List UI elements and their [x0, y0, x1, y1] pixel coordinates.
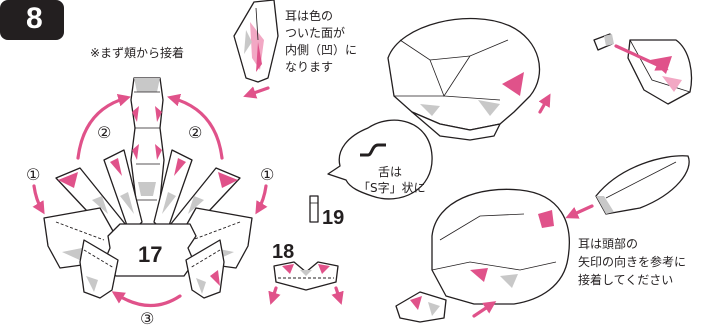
ear-note: 耳は色の ついた面が 内側（凹）に なります — [285, 9, 357, 74]
step-number: 8 — [26, 2, 43, 35]
head-ear-attach-view — [395, 188, 570, 323]
svg-text:接着してください: 接着してください — [578, 272, 673, 287]
svg-text:ついた面が: ついた面が — [285, 25, 345, 40]
part-19: 19 — [309, 195, 344, 229]
part-17-assembly: ① ② ② ① ③ 17 — [26, 77, 274, 327]
cheek-first-note: ※まず頬から接着 — [90, 45, 184, 60]
part-label-18: 18 — [272, 241, 294, 263]
order-label-2-left: ② — [97, 123, 111, 142]
order-label-1-right: ① — [260, 165, 274, 184]
tongue-note-line1: 舌は — [378, 165, 402, 179]
ear-piece-right — [593, 33, 693, 105]
ear-attach-note: 耳は頭部の 矢印の向きを参考に 接着してください — [578, 236, 686, 287]
svg-text:内側（凹）に: 内側（凹）に — [285, 43, 357, 57]
tongue-note-line2: 「S字」状に — [358, 180, 426, 195]
order-label-1-left: ① — [26, 165, 40, 184]
svg-text:耳は頭部の: 耳は頭部の — [578, 236, 638, 251]
tongue-speech-bubble: 舌は 「S字」状に — [327, 119, 433, 200]
svg-text:なります: なります — [285, 60, 333, 74]
ear-piece-detached — [565, 155, 690, 219]
order-label-3: ③ — [140, 309, 154, 327]
part-label-19: 19 — [322, 207, 344, 229]
step-badge: 8 — [0, 0, 64, 40]
order-label-2-right: ② — [188, 123, 202, 142]
svg-text:矢印の向きを参考に: 矢印の向きを参考に — [578, 254, 686, 269]
svg-text:耳は色の: 耳は色の — [285, 9, 333, 23]
head-side-view — [387, 17, 551, 141]
part-label-17: 17 — [138, 242, 162, 267]
part-18: 18 — [268, 241, 344, 305]
ear-piece — [233, 0, 279, 99]
